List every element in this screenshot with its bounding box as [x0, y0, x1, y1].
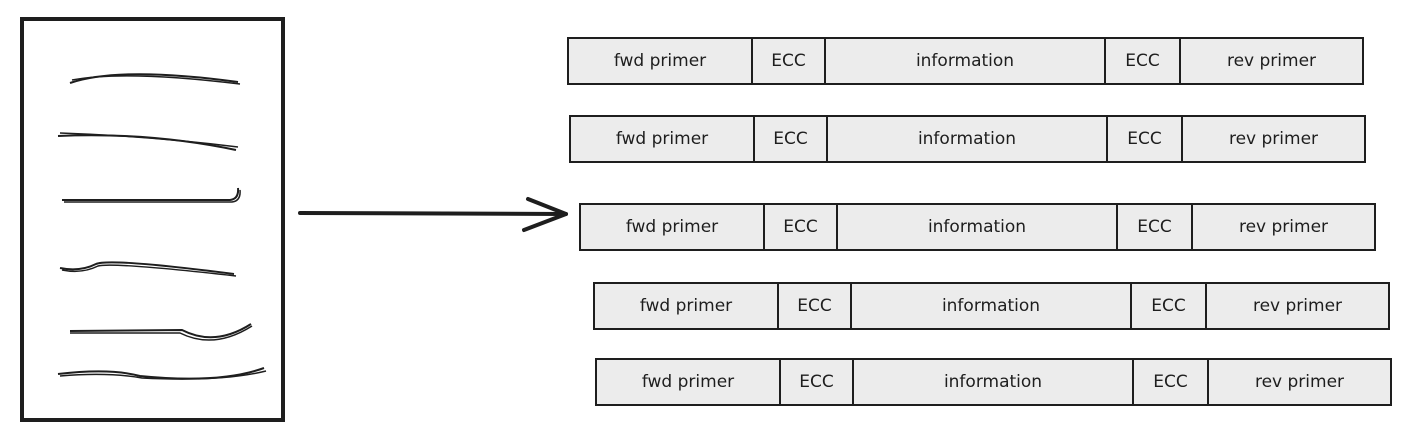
dna-strand: fwd primer ECC information ECC rev prime… — [593, 282, 1390, 330]
information-segment: information — [852, 358, 1134, 406]
document-icon — [20, 17, 285, 422]
ecc-segment: ECC — [1130, 282, 1207, 330]
ecc-segment: ECC — [1104, 37, 1181, 85]
fwd-primer-segment: fwd primer — [567, 37, 753, 85]
rev-primer-segment: rev primer — [1179, 37, 1364, 85]
ecc-segment: ECC — [777, 282, 852, 330]
dna-strand: fwd primer ECC information ECC rev prime… — [579, 203, 1376, 251]
ecc-segment: ECC — [1132, 358, 1209, 406]
information-segment: information — [826, 115, 1108, 163]
ecc-segment: ECC — [779, 358, 854, 406]
ecc-segment: ECC — [763, 203, 838, 251]
dna-strand: fwd primer ECC information ECC rev prime… — [567, 37, 1364, 85]
fwd-primer-segment: fwd primer — [593, 282, 779, 330]
information-segment: information — [836, 203, 1118, 251]
fwd-primer-segment: fwd primer — [569, 115, 755, 163]
information-segment: information — [824, 37, 1106, 85]
information-segment: information — [850, 282, 1132, 330]
ecc-segment: ECC — [751, 37, 826, 85]
fwd-primer-segment: fwd primer — [579, 203, 765, 251]
ecc-segment: ECC — [1106, 115, 1183, 163]
ecc-segment: ECC — [753, 115, 828, 163]
dna-strand: fwd primer ECC information ECC rev prime… — [569, 115, 1366, 163]
rev-primer-segment: rev primer — [1191, 203, 1376, 251]
dna-strand: fwd primer ECC information ECC rev prime… — [595, 358, 1392, 406]
rev-primer-segment: rev primer — [1181, 115, 1366, 163]
arrow-right-icon — [298, 197, 568, 232]
rev-primer-segment: rev primer — [1205, 282, 1390, 330]
rev-primer-segment: rev primer — [1207, 358, 1392, 406]
fwd-primer-segment: fwd primer — [595, 358, 781, 406]
ecc-segment: ECC — [1116, 203, 1193, 251]
